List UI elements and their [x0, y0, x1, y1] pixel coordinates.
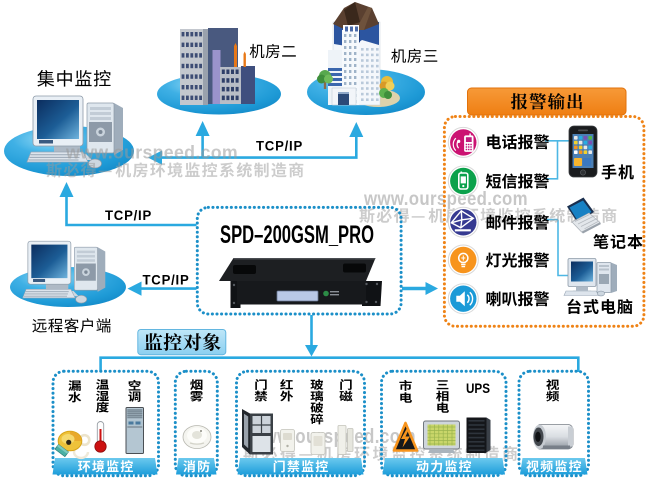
svg-text:UPS: UPS [466, 380, 490, 396]
svg-text:SPD–200GSM_PRO: SPD–200GSM_PRO [220, 221, 374, 249]
svg-text:TCP/IP: TCP/IP [256, 139, 303, 154]
svg-text:TCP/IP: TCP/IP [143, 273, 190, 288]
svg-text:TCP/IP: TCP/IP [105, 208, 152, 223]
svg-text:www.ourspeed.com: www.ourspeed.com [249, 426, 416, 448]
svg-text:www.ourspeed.com: www.ourspeed.com [363, 189, 528, 210]
svg-text:www.ourspeed.com: www.ourspeed.com [65, 143, 238, 163]
